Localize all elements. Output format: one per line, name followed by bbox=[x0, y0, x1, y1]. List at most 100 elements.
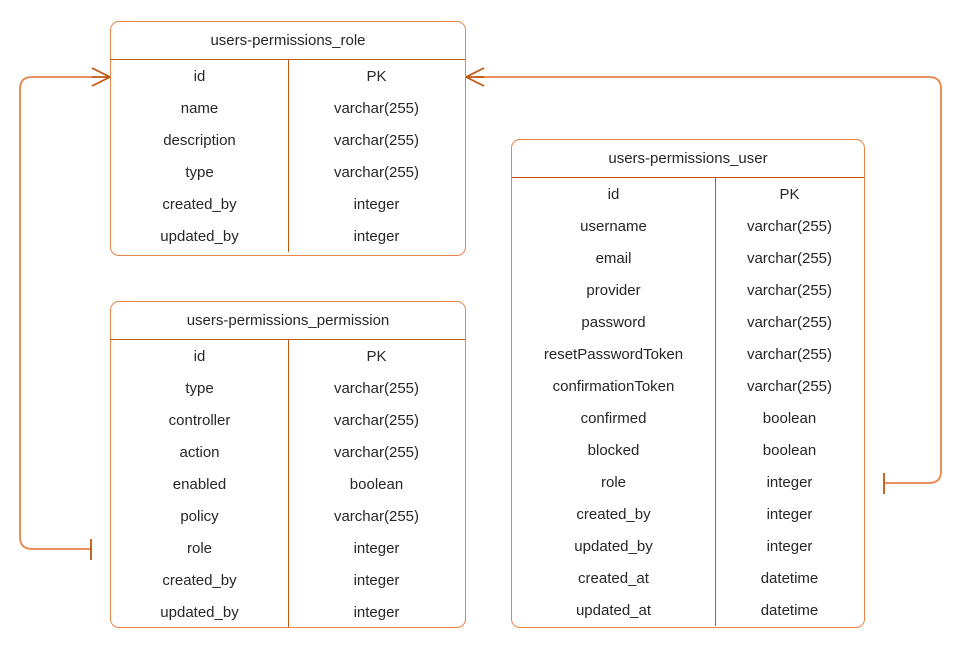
table-row[interactable]: name varchar(255) bbox=[111, 92, 465, 124]
table-row[interactable]: provider varchar(255) bbox=[512, 274, 864, 306]
field-name: created_at bbox=[578, 569, 649, 587]
field-name: id bbox=[193, 67, 206, 85]
field-type: integer bbox=[353, 195, 400, 213]
field-type: varchar(255) bbox=[746, 249, 833, 267]
field-name: confirmed bbox=[580, 409, 647, 427]
connector-permission-role bbox=[19, 76, 92, 550]
entity-field-list: id PK username varchar(255) email varcha… bbox=[512, 178, 864, 626]
field-type: varchar(255) bbox=[746, 345, 833, 363]
table-row[interactable]: type varchar(255) bbox=[111, 372, 465, 404]
table-row[interactable]: created_by integer bbox=[111, 188, 465, 220]
entity-field-list: id PK name varchar(255) description varc… bbox=[111, 60, 465, 252]
field-name: updated_by bbox=[160, 603, 239, 621]
field-type: varchar(255) bbox=[746, 217, 833, 235]
field-name: updated_by bbox=[574, 537, 653, 555]
field-type: integer bbox=[766, 473, 813, 491]
entity-users-permissions-user[interactable]: users-permissions_user id PK username va… bbox=[511, 139, 865, 628]
field-type: integer bbox=[353, 227, 400, 245]
field-type: boolean bbox=[762, 441, 817, 459]
crowsfoot-many-role-right bbox=[465, 67, 485, 87]
field-type: datetime bbox=[760, 601, 819, 619]
field-type: varchar(255) bbox=[333, 411, 420, 429]
entity-users-permissions-permission[interactable]: users-permissions_permission id PK type … bbox=[110, 301, 466, 628]
field-name: description bbox=[163, 131, 236, 149]
crowsfoot-many-role-left bbox=[91, 67, 111, 87]
table-row[interactable]: confirmed boolean bbox=[512, 402, 864, 434]
field-name: name bbox=[180, 99, 219, 117]
field-name: id bbox=[193, 347, 206, 365]
table-row[interactable]: updated_by integer bbox=[512, 530, 864, 562]
field-name: enabled bbox=[172, 475, 227, 493]
field-name: updated_by bbox=[160, 227, 239, 245]
field-type: integer bbox=[353, 603, 400, 621]
entity-title: users-permissions_role bbox=[111, 22, 465, 60]
field-name: email bbox=[595, 249, 632, 267]
field-name: updated_at bbox=[575, 601, 652, 619]
field-name: controller bbox=[168, 411, 231, 429]
field-type: varchar(255) bbox=[746, 313, 833, 331]
table-row[interactable]: id PK bbox=[512, 178, 864, 210]
table-row[interactable]: description varchar(255) bbox=[111, 124, 465, 156]
field-name: created_by bbox=[162, 571, 237, 589]
field-name: action bbox=[179, 443, 220, 461]
entity-title: users-permissions_user bbox=[512, 140, 864, 178]
table-row[interactable]: created_by integer bbox=[111, 564, 465, 596]
field-name: id bbox=[607, 185, 620, 203]
table-row[interactable]: updated_by integer bbox=[111, 596, 465, 627]
field-name: provider bbox=[586, 281, 641, 299]
entity-field-list: id PK type varchar(255) controller varch… bbox=[111, 340, 465, 627]
field-name: type bbox=[185, 163, 214, 181]
table-row[interactable]: password varchar(255) bbox=[512, 306, 864, 338]
table-row[interactable]: id PK bbox=[111, 340, 465, 372]
table-row[interactable]: updated_by integer bbox=[111, 220, 465, 252]
table-row[interactable]: created_at datetime bbox=[512, 562, 864, 594]
field-name: password bbox=[581, 313, 646, 331]
field-type: varchar(255) bbox=[746, 377, 833, 395]
field-type: integer bbox=[766, 537, 813, 555]
table-row[interactable]: confirmationToken varchar(255) bbox=[512, 370, 864, 402]
table-row[interactable]: username varchar(255) bbox=[512, 210, 864, 242]
table-row[interactable]: role integer bbox=[111, 532, 465, 564]
field-name: created_by bbox=[576, 505, 651, 523]
field-name: resetPasswordToken bbox=[543, 345, 684, 363]
column-divider bbox=[288, 60, 289, 252]
field-type: varchar(255) bbox=[746, 281, 833, 299]
table-row[interactable]: created_by integer bbox=[512, 498, 864, 530]
field-type: varchar(255) bbox=[333, 379, 420, 397]
field-name: role bbox=[600, 473, 626, 491]
table-row[interactable]: resetPasswordToken varchar(255) bbox=[512, 338, 864, 370]
field-type: integer bbox=[353, 539, 400, 557]
field-type: varchar(255) bbox=[333, 507, 420, 525]
table-row[interactable]: id PK bbox=[111, 60, 465, 92]
field-type: PK bbox=[779, 185, 800, 203]
field-name: type bbox=[185, 379, 214, 397]
table-row[interactable]: controller varchar(255) bbox=[111, 404, 465, 436]
column-divider bbox=[715, 178, 716, 626]
field-type: boolean bbox=[762, 409, 817, 427]
table-row[interactable]: enabled boolean bbox=[111, 468, 465, 500]
table-row[interactable]: type varchar(255) bbox=[111, 156, 465, 188]
entity-users-permissions-role[interactable]: users-permissions_role id PK name varcha… bbox=[110, 21, 466, 256]
table-row[interactable]: email varchar(255) bbox=[512, 242, 864, 274]
field-name: policy bbox=[180, 507, 219, 525]
field-type: varchar(255) bbox=[333, 131, 420, 149]
field-name: created_by bbox=[162, 195, 237, 213]
field-type: varchar(255) bbox=[333, 99, 420, 117]
field-type: PK bbox=[366, 347, 387, 365]
field-name: blocked bbox=[587, 441, 640, 459]
field-type: PK bbox=[366, 67, 387, 85]
table-row[interactable]: role integer bbox=[512, 466, 864, 498]
field-name: role bbox=[186, 539, 212, 557]
field-type: boolean bbox=[349, 475, 404, 493]
table-row[interactable]: updated_at datetime bbox=[512, 594, 864, 626]
field-type: datetime bbox=[760, 569, 819, 587]
table-row[interactable]: policy varchar(255) bbox=[111, 500, 465, 532]
field-type: varchar(255) bbox=[333, 163, 420, 181]
field-name: confirmationToken bbox=[552, 377, 675, 395]
field-type: varchar(255) bbox=[333, 443, 420, 461]
table-row[interactable]: action varchar(255) bbox=[111, 436, 465, 468]
field-type: integer bbox=[353, 571, 400, 589]
column-divider bbox=[288, 340, 289, 627]
table-row[interactable]: blocked boolean bbox=[512, 434, 864, 466]
